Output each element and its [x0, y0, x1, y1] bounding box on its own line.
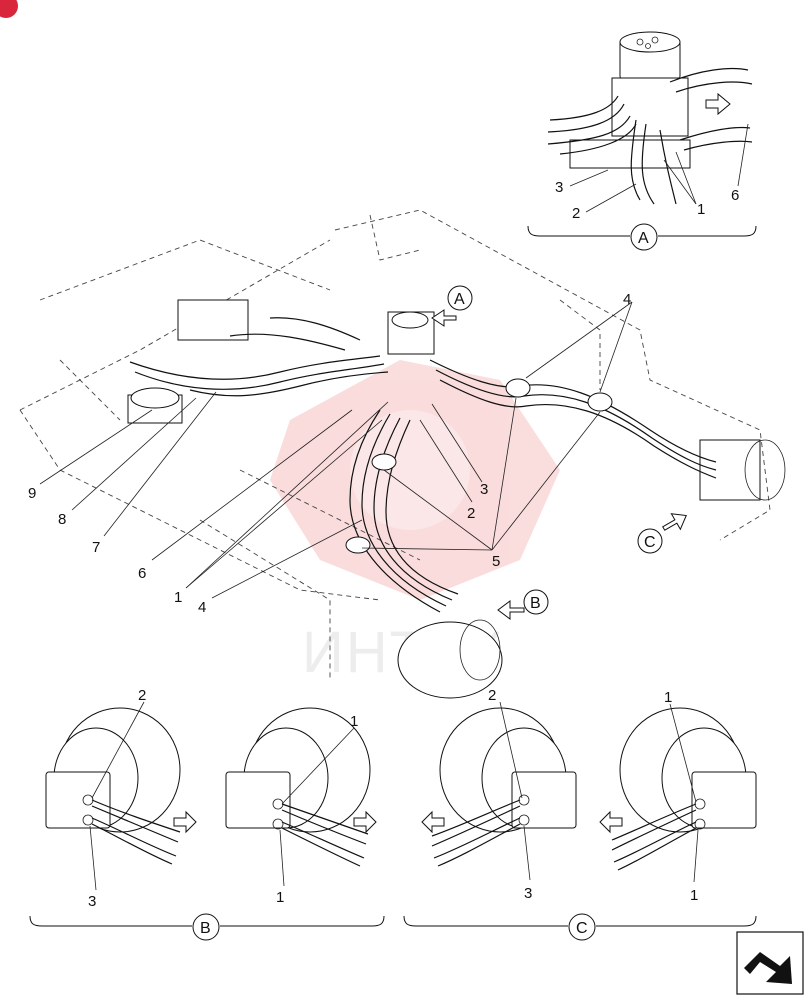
callout-a-6: 6 — [731, 187, 739, 204]
callout-b-3: 3 — [88, 893, 96, 910]
view-label-a: A — [638, 230, 649, 247]
callout-main-6: 6 — [138, 565, 146, 582]
view-marker-c: C — [644, 534, 656, 551]
callout-c-1-top: 1 — [664, 689, 672, 706]
callout-c-2: 2 — [488, 687, 496, 704]
callout-c-3: 3 — [524, 885, 532, 902]
red-badge-icon — [0, 0, 18, 18]
callout-b-2: 2 — [138, 687, 146, 704]
view-label-c: C — [576, 920, 588, 937]
callout-a-2: 2 — [572, 205, 580, 222]
view-marker-a: A — [454, 291, 465, 308]
callout-main-3: 3 — [480, 481, 488, 498]
callout-main-8: 8 — [58, 511, 66, 528]
callout-main-2: 2 — [467, 505, 475, 522]
callout-b-1-bottom: 1 — [276, 889, 284, 906]
detail-view-b: 2 3 1 1 B — [29, 687, 385, 941]
detail-view-c: 2 3 1 1 C — [403, 687, 757, 941]
callout-b-1-top: 1 — [350, 713, 358, 730]
callout-main-7: 7 — [92, 539, 100, 556]
callout-main-4-right: 4 — [623, 291, 631, 308]
next-page-arrow-icon[interactable] — [736, 931, 804, 995]
callout-main-4-left: 4 — [198, 599, 206, 616]
main-assembly-view: A B C 9 8 7 6 1 4 4 5 2 3 — [19, 209, 786, 699]
view-label-b: B — [200, 920, 211, 937]
callout-main-5: 5 — [492, 553, 500, 570]
view-marker-b: B — [530, 595, 541, 612]
callout-main-9: 9 — [28, 485, 36, 502]
callout-main-1: 1 — [174, 589, 182, 606]
detail-view-a: 3 2 1 6 A — [527, 31, 757, 251]
callout-c-1-bottom: 1 — [690, 887, 698, 904]
callout-a-3: 3 — [555, 179, 563, 196]
callout-a-1: 1 — [697, 201, 705, 218]
